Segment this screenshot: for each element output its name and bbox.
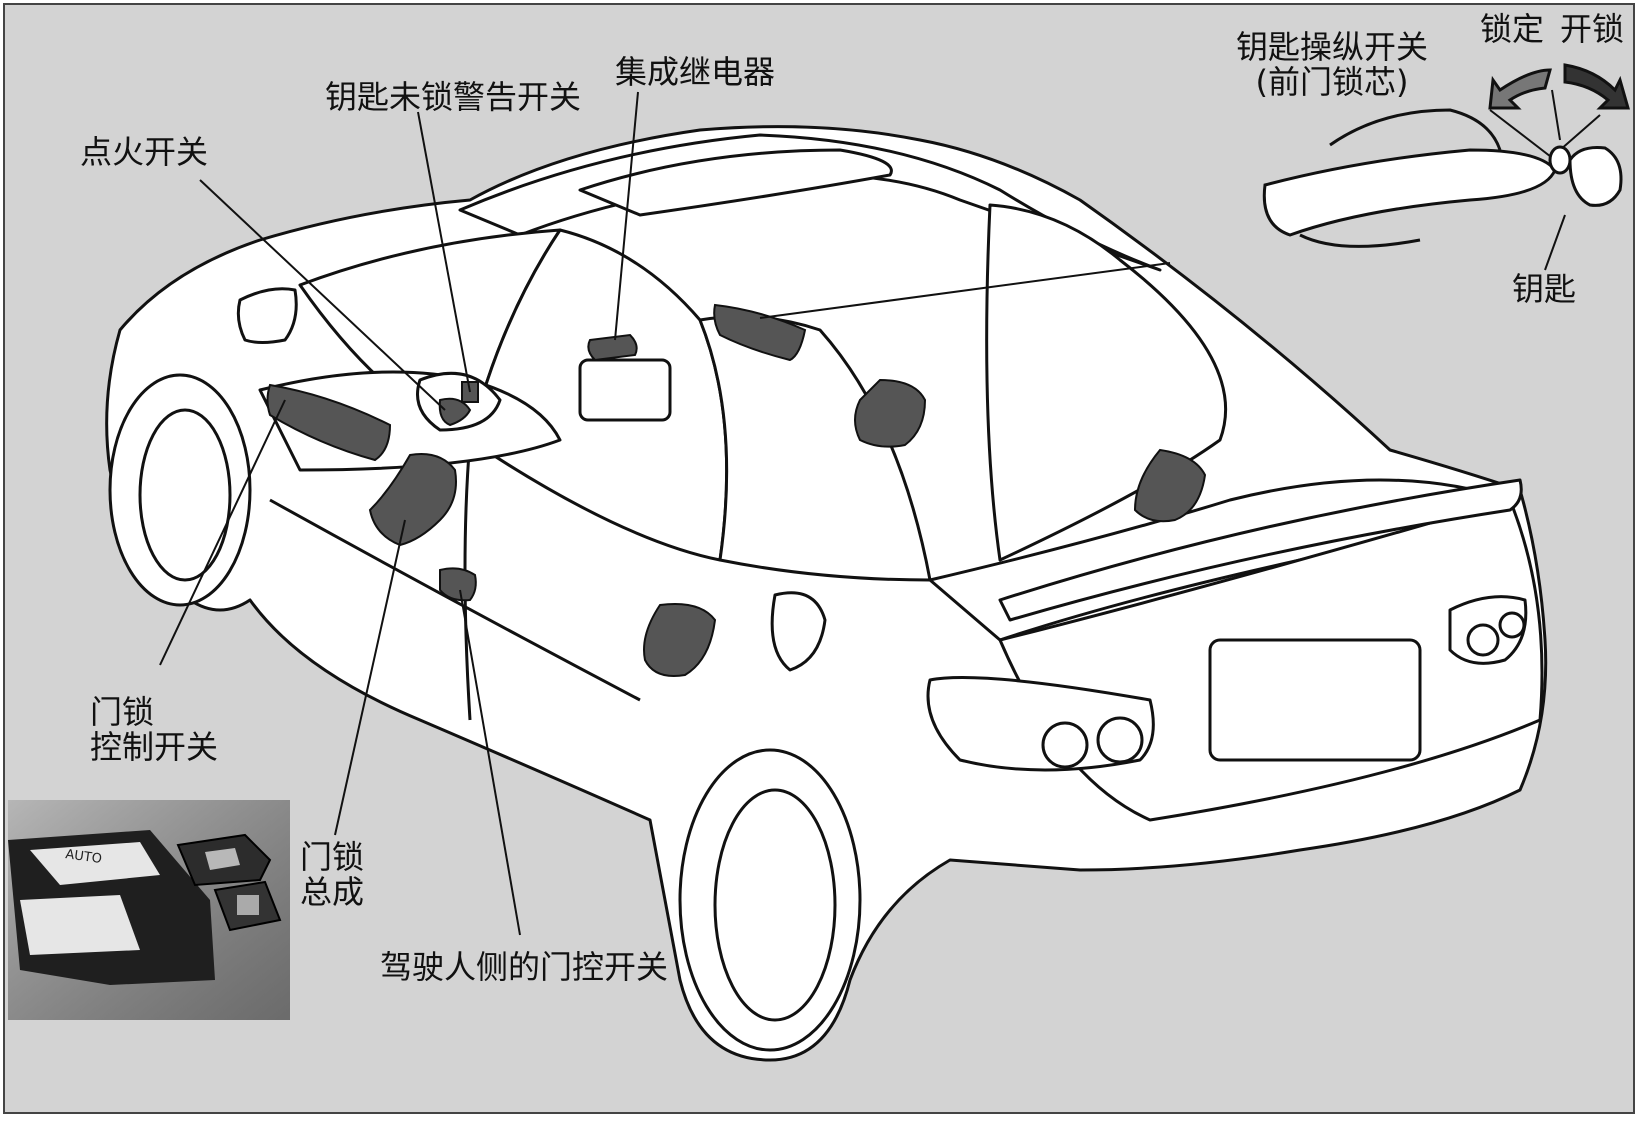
integration-relay-part: [587, 333, 638, 362]
key-cylinder-inset: [1262, 63, 1630, 248]
car-outline: [105, 125, 1548, 1062]
window-switch-lever-lower: [20, 895, 140, 955]
door-switch-photo-inset: AUTO: [8, 800, 290, 1020]
label-driver-side-courtesy-switch: 驾驶人侧的门控开关: [380, 948, 669, 986]
label-key-cylinder-switch-line1: 钥匙操纵开关: [1235, 28, 1428, 66]
window-lock-button-face: [237, 895, 259, 915]
rear-left-door-lock-part: [643, 603, 717, 677]
label-integration-relay: 集成继电器: [615, 53, 776, 91]
label-door-lock-assembly-line2: 总成: [300, 873, 365, 911]
label-door-lock-assembly-line1: 门锁: [300, 838, 365, 876]
label-key-cylinder-switch-line2: (前门锁芯): [1255, 63, 1409, 101]
driver-courtesy-switch-part: [439, 567, 477, 602]
label-key-unlock-warning-switch: 钥匙未锁警告开关: [325, 78, 582, 116]
label-key: 钥匙: [1512, 270, 1577, 308]
lock-control-button-face: [205, 848, 240, 870]
rear-door-lock-part-upper: [854, 378, 927, 448]
front-door-lock-assembly-part: [368, 453, 457, 547]
label-lock: 锁定: [1480, 10, 1545, 48]
auto-text: AUTO: [64, 847, 102, 867]
window-switch-lever: [30, 842, 160, 885]
leader-lines: [159, 89, 1601, 936]
label-unlock: 开锁: [1560, 10, 1625, 48]
door-lock-control-switch-part: [266, 383, 392, 462]
rear-right-door-lock-part: [1133, 448, 1207, 523]
label-door-lock-control-switch-line2: 控制开关: [90, 728, 219, 766]
label-ignition-switch: 点火开关: [80, 133, 209, 171]
ignition-switch-part: [438, 397, 472, 427]
label-door-lock-control-switch-line1: 门锁: [90, 693, 155, 731]
